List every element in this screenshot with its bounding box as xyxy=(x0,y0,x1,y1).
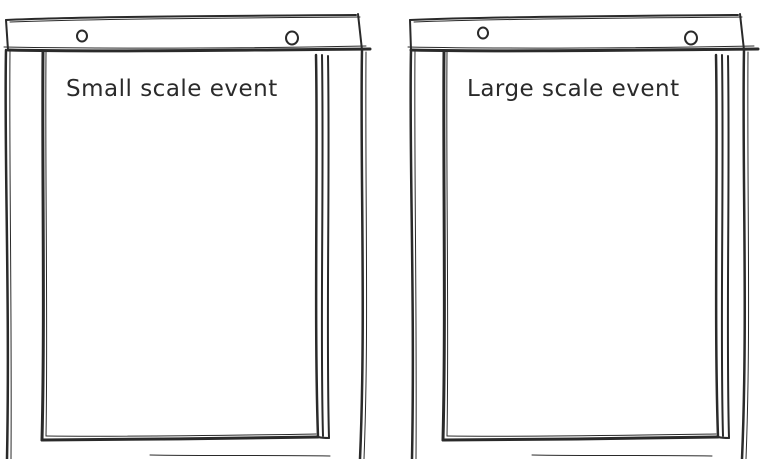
flipchart-sketch-left xyxy=(3,13,372,459)
flipchart-board-large-scale: Large scale event xyxy=(382,0,764,459)
flipchart-sketch-right xyxy=(407,13,760,459)
board-title: Small scale event xyxy=(66,76,278,102)
board-title: Large scale event xyxy=(467,76,680,102)
flipchart-board-small-scale: Small scale event xyxy=(3,13,372,459)
